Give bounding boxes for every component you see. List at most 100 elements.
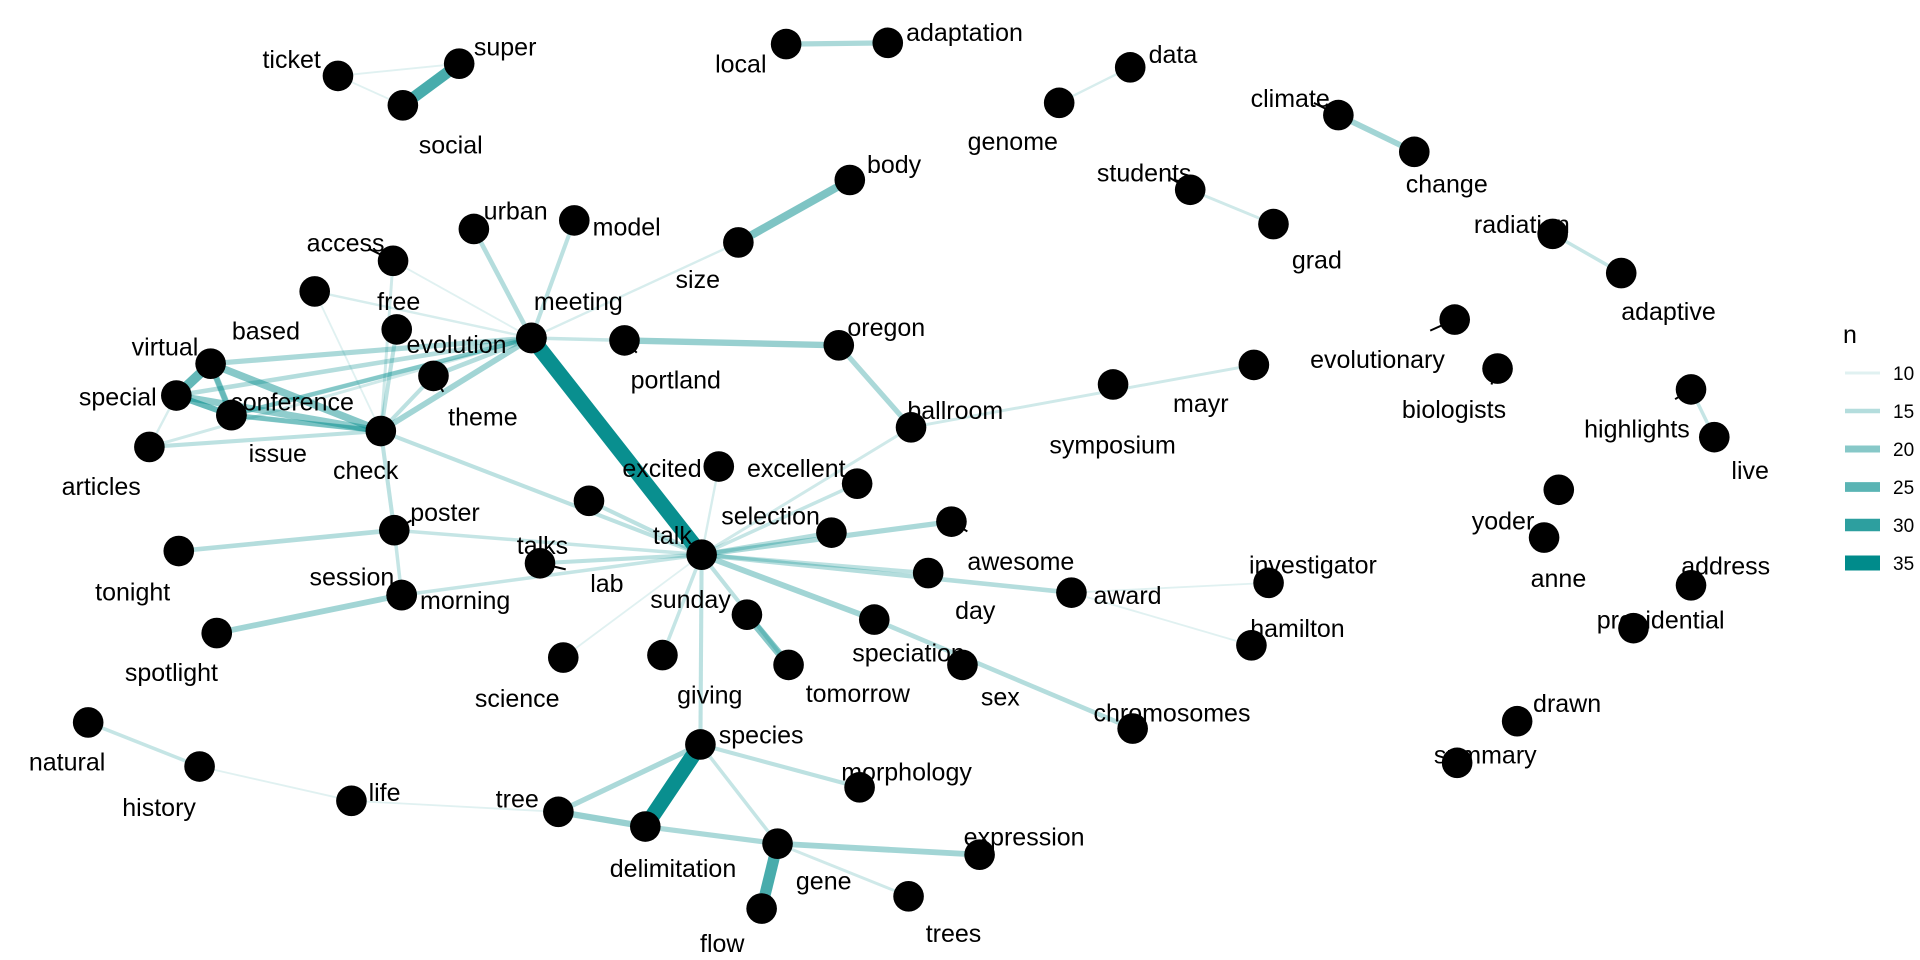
node-label-symposium: symposium xyxy=(1049,431,1175,459)
node-label-talk: talk xyxy=(653,522,692,550)
node-label-morning: morning xyxy=(420,587,510,615)
node-urban xyxy=(458,213,490,245)
edge-tonight-poster xyxy=(178,527,395,554)
legend-label-25: 25 xyxy=(1893,478,1914,499)
edge-talk-lab xyxy=(539,552,702,566)
edge-gene-expression xyxy=(777,840,980,858)
node-label-summary: summary xyxy=(1434,741,1537,769)
node-mayr xyxy=(1238,349,1270,381)
node-label-natural: natural xyxy=(29,749,105,777)
edge-free-check xyxy=(378,329,399,432)
edge-spotlight-morning xyxy=(216,592,403,636)
node-hamilton xyxy=(1236,630,1267,661)
node-talks xyxy=(573,485,605,517)
node-layer xyxy=(72,27,1730,924)
edge-check-talk xyxy=(380,429,703,557)
node-label-selection: selection xyxy=(721,503,820,531)
node-address xyxy=(1675,570,1707,601)
node-science xyxy=(547,642,579,673)
node-expression xyxy=(964,839,995,870)
node-label-free: free xyxy=(377,288,420,316)
node-label-climate: climate xyxy=(1251,85,1330,113)
node-sunday xyxy=(731,599,763,630)
edge-talk-giving xyxy=(660,554,704,656)
legend-label-20: 20 xyxy=(1893,440,1914,461)
node-label-speciation: speciation xyxy=(852,640,965,668)
edge-gene-trees xyxy=(776,842,910,898)
edge-speciation-chromosomes xyxy=(873,617,1134,731)
edge-talk-excellent xyxy=(700,482,858,557)
edge-evolution-articles xyxy=(148,336,532,449)
node-based xyxy=(299,276,330,307)
node-label-lab: lab xyxy=(590,570,623,598)
node-label-drawn: drawn xyxy=(1533,690,1601,718)
node-trees xyxy=(893,881,924,912)
edge-check-poster xyxy=(378,430,397,531)
edge-award-investigator xyxy=(1071,581,1269,594)
node-access xyxy=(377,245,409,277)
node-grad xyxy=(1258,208,1289,240)
edge-issue-check xyxy=(231,412,382,434)
edge-species-gene xyxy=(699,743,779,845)
node-label-life: life xyxy=(369,779,401,807)
edge-evolution-issue xyxy=(230,335,532,418)
node-label-sex: sex xyxy=(981,684,1020,712)
node-label-body: body xyxy=(867,151,922,179)
node-morphology xyxy=(844,772,875,803)
edge-evolution-virtual xyxy=(210,335,532,367)
node-label-sunday: sunday xyxy=(650,586,731,614)
node-label-adaptation: adaptation xyxy=(906,19,1023,47)
node-label-genome: genome xyxy=(968,128,1058,156)
edge-species-tree xyxy=(557,742,702,815)
edge-access-evolution xyxy=(392,260,532,339)
node-symposium xyxy=(1097,369,1129,400)
node-natural xyxy=(72,707,104,738)
edge-talk-speciation xyxy=(700,551,876,623)
edge-talk-science xyxy=(562,553,703,659)
node-label-day: day xyxy=(955,597,996,625)
node-presidential xyxy=(1618,612,1649,644)
node-label-special: special xyxy=(79,384,157,412)
node-label-size: size xyxy=(676,266,720,294)
node-talk xyxy=(686,539,717,570)
node-label-hamilton: hamilton xyxy=(1250,615,1345,643)
edge-articles-check xyxy=(149,428,381,449)
node-label-virtual: virtual xyxy=(132,334,199,362)
node-drawn xyxy=(1501,705,1533,737)
node-evolution xyxy=(516,322,547,354)
node-life xyxy=(336,785,367,817)
node-giving xyxy=(647,639,678,671)
node-label-tomorrow: tomorrow xyxy=(806,680,911,708)
node-selection xyxy=(816,517,847,548)
edge-species-delimitation xyxy=(638,740,707,831)
node-label-evolutionary: evolutionary xyxy=(1310,346,1445,374)
node-label-excellent: excellent xyxy=(747,455,846,483)
edge-natural-history xyxy=(87,720,201,769)
node-sex xyxy=(947,649,978,681)
edge-talk-talks xyxy=(588,498,703,557)
node-students xyxy=(1174,174,1206,206)
node-label-adaptive: adaptive xyxy=(1621,298,1716,326)
node-label-species: species xyxy=(719,722,804,750)
node-lab xyxy=(524,547,556,579)
edge-evolution-special xyxy=(175,335,532,398)
node-climate xyxy=(1323,99,1354,131)
node-label-evolution: evolution xyxy=(407,331,507,359)
edge-ballroom-talk xyxy=(700,426,912,556)
edge-talk-species xyxy=(698,554,704,745)
node-label-excited: excited xyxy=(622,455,701,483)
node-label-chromosomes: chromosomes xyxy=(1093,700,1250,728)
node-history xyxy=(184,751,215,782)
edge-conference-check xyxy=(231,412,382,434)
edge-portland-oregon xyxy=(624,337,839,349)
edge-based-check xyxy=(313,291,382,432)
node-special xyxy=(161,380,192,411)
node-label-history: history xyxy=(122,794,196,822)
node-label-science: science xyxy=(475,685,560,713)
node-delimitation xyxy=(630,811,661,842)
node-tonight xyxy=(163,535,195,567)
node-genome xyxy=(1043,87,1075,119)
node-label-giving: giving xyxy=(677,681,742,709)
node-local xyxy=(770,28,802,60)
